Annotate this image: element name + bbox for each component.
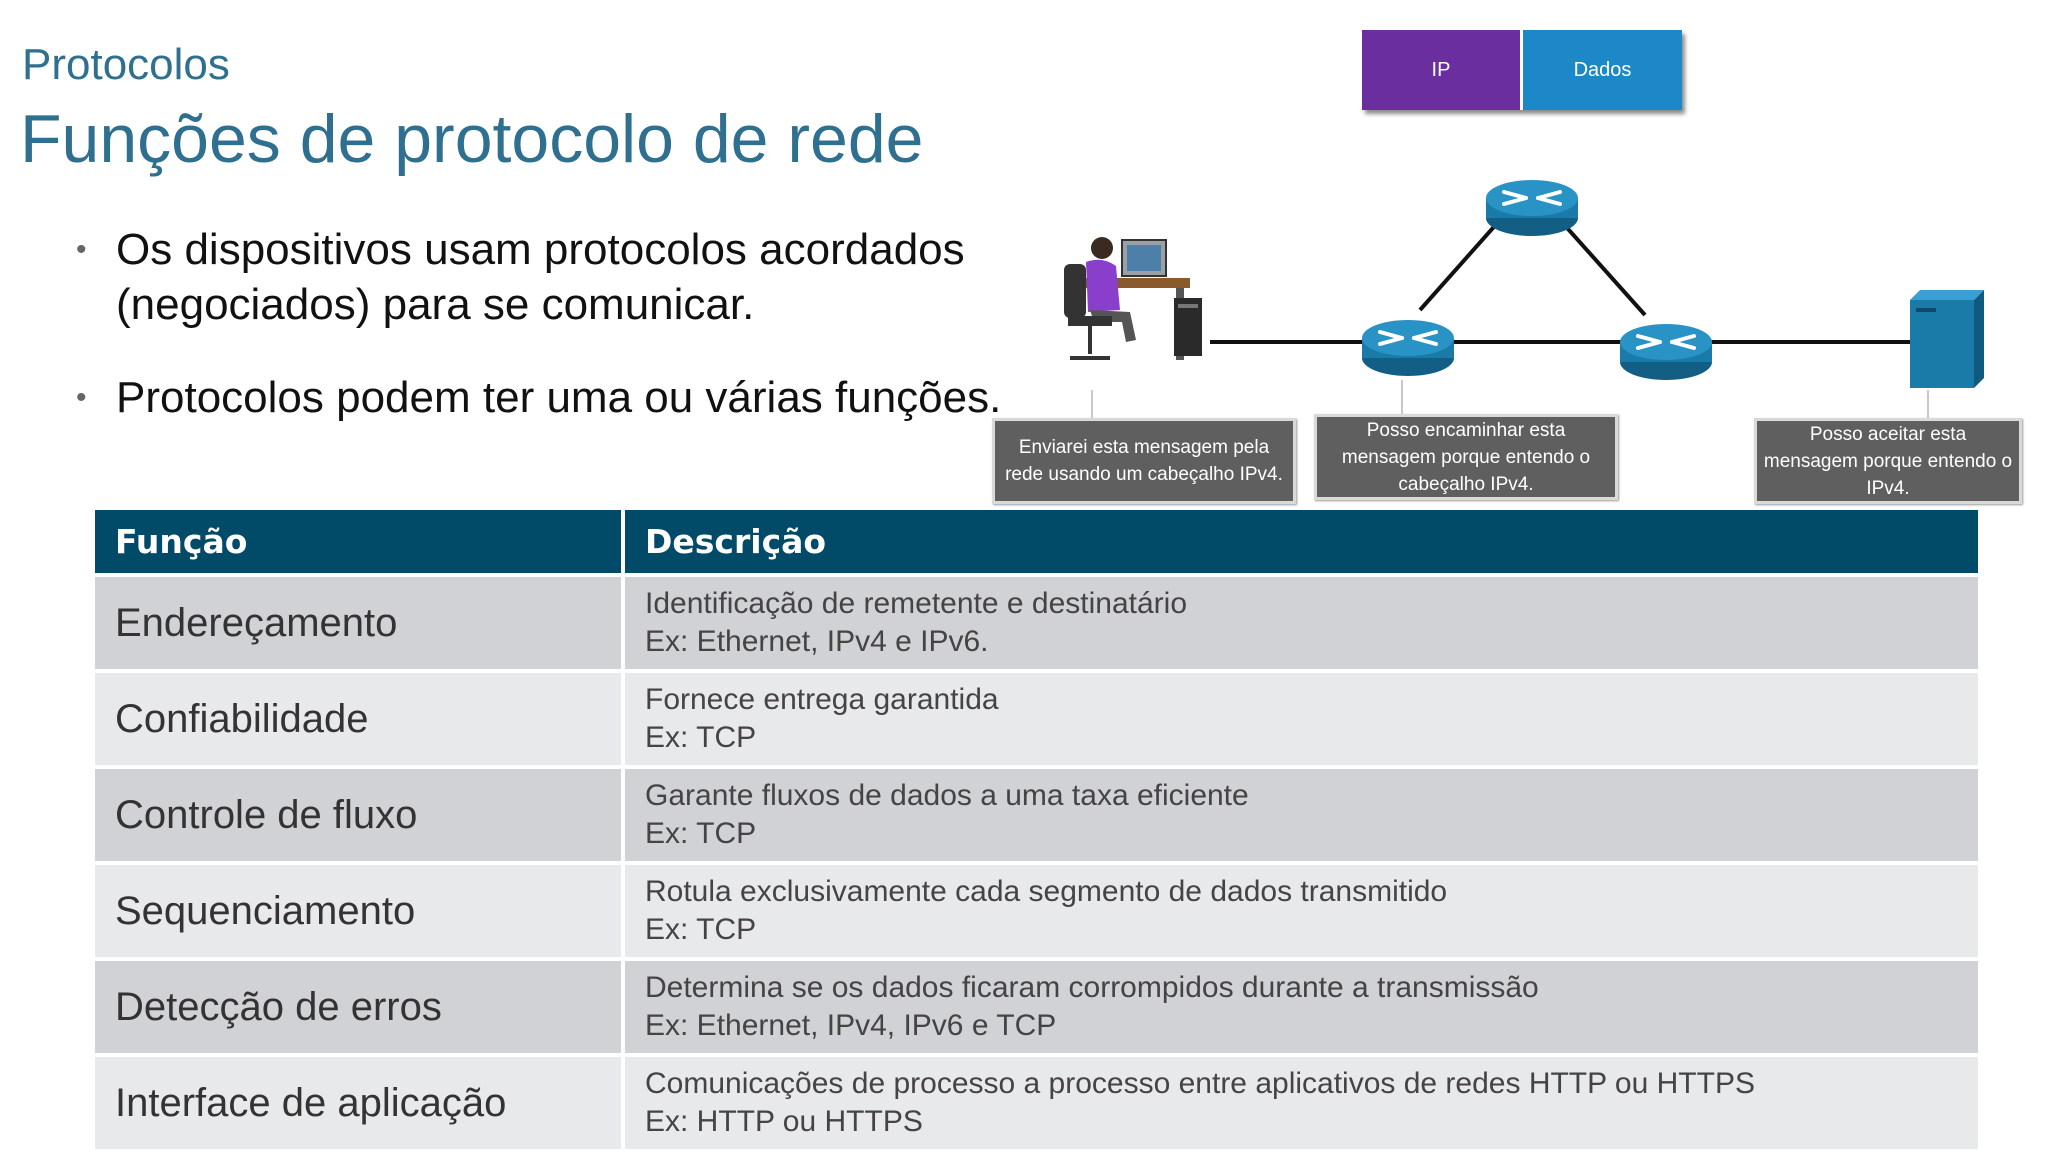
table-row: Endereçamento Identificação de remetente… bbox=[95, 577, 1978, 669]
link-router2-router3 bbox=[1558, 218, 1647, 317]
router-icon bbox=[1620, 324, 1712, 380]
bullet-item: • Os dispositivos usam protocolos acorda… bbox=[76, 222, 1036, 332]
router-icon bbox=[1362, 320, 1454, 376]
packet-ip-segment: IP bbox=[1362, 30, 1523, 110]
example-line: Ex: Ethernet, IPv4 e IPv6. bbox=[645, 625, 989, 658]
description-cell: Fornece entrega garantida Ex: TCP bbox=[625, 673, 1978, 765]
server-icon bbox=[1910, 290, 1984, 388]
function-cell: Confiabilidade bbox=[95, 673, 625, 765]
table-row: Detecção de erros Determina se os dados … bbox=[95, 961, 1978, 1053]
link-router1-router2 bbox=[1418, 218, 1502, 312]
function-cell: Sequenciamento bbox=[95, 865, 625, 957]
callout-connectors bbox=[1091, 380, 1929, 418]
user-workstation-icon bbox=[1064, 237, 1202, 360]
bullet-dot-icon: • bbox=[76, 381, 87, 414]
table-row: Sequenciamento Rotula exclusivamente cad… bbox=[95, 865, 1978, 957]
callout-sender: Enviarei esta mensagem pela rede usando … bbox=[992, 418, 1296, 504]
description-line: Determina se os dados ficaram corrompido… bbox=[645, 971, 1539, 1004]
description-cell: Comunicações de processo a processo entr… bbox=[625, 1057, 1978, 1149]
bullet-list: • Os dispositivos usam protocolos acorda… bbox=[76, 222, 1036, 463]
description-cell: Rotula exclusivamente cada segmento de d… bbox=[625, 865, 1978, 957]
packet-header: IP Dados bbox=[1362, 30, 1682, 110]
packet-data-segment: Dados bbox=[1523, 30, 1682, 110]
page-title: Funções de protocolo de rede bbox=[20, 101, 924, 177]
description-cell: Identificação de remetente e destinatári… bbox=[625, 577, 1978, 669]
bullet-dot-icon: • bbox=[76, 233, 87, 266]
protocol-functions-table: Função Descrição Endereçamento Identific… bbox=[95, 510, 1978, 1152]
bullet-text: Os dispositivos usam protocolos acordado… bbox=[116, 225, 965, 329]
table-header-row: Função Descrição bbox=[95, 510, 1978, 573]
network-topology bbox=[1064, 180, 1984, 418]
callout-server: Posso aceitar esta mensagem porque enten… bbox=[1754, 418, 2022, 504]
function-cell: Interface de aplicação bbox=[95, 1057, 625, 1149]
column-header-description: Descrição bbox=[645, 522, 827, 561]
bullet-item: • Protocolos podem ter uma ou várias fun… bbox=[76, 370, 1036, 425]
section-subtitle: Protocolos bbox=[22, 40, 230, 89]
network-links bbox=[1210, 218, 1920, 344]
description-line: Identificação de remetente e destinatári… bbox=[645, 587, 1188, 620]
function-cell: Detecção de erros bbox=[95, 961, 625, 1053]
network-diagram: IP Dados bbox=[990, 20, 2030, 510]
description-line: Fornece entrega garantida bbox=[645, 683, 999, 716]
description-line: Garante fluxos de dados a uma taxa efici… bbox=[645, 779, 1249, 812]
example-line: Ex: HTTP ou HTTPS bbox=[645, 1105, 923, 1138]
column-header-function: Função bbox=[95, 510, 625, 573]
example-line: Ex: TCP bbox=[645, 913, 757, 946]
table-row: Confiabilidade Fornece entrega garantida… bbox=[95, 673, 1978, 765]
example-line: Ex: Ethernet, IPv4, IPv6 e TCP bbox=[645, 1009, 1057, 1042]
example-line: Ex: TCP bbox=[645, 721, 757, 754]
callout-router: Posso encaminhar esta mensagem porque en… bbox=[1314, 414, 1618, 500]
router-icon bbox=[1486, 180, 1578, 236]
example-line: Ex: TCP bbox=[645, 817, 757, 850]
table-row: Controle de fluxo Garante fluxos de dado… bbox=[95, 769, 1978, 861]
bullet-text: Protocolos podem ter uma ou várias funçõ… bbox=[116, 373, 1002, 422]
description-line: Rotula exclusivamente cada segmento de d… bbox=[645, 875, 1448, 908]
description-cell: Determina se os dados ficaram corrompido… bbox=[625, 961, 1978, 1053]
description-cell: Garante fluxos de dados a uma taxa efici… bbox=[625, 769, 1978, 861]
description-line: Comunicações de processo a processo entr… bbox=[645, 1067, 1755, 1100]
function-cell: Controle de fluxo bbox=[95, 769, 625, 861]
function-cell: Endereçamento bbox=[95, 577, 625, 669]
table-row: Interface de aplicação Comunicações de p… bbox=[95, 1057, 1978, 1149]
